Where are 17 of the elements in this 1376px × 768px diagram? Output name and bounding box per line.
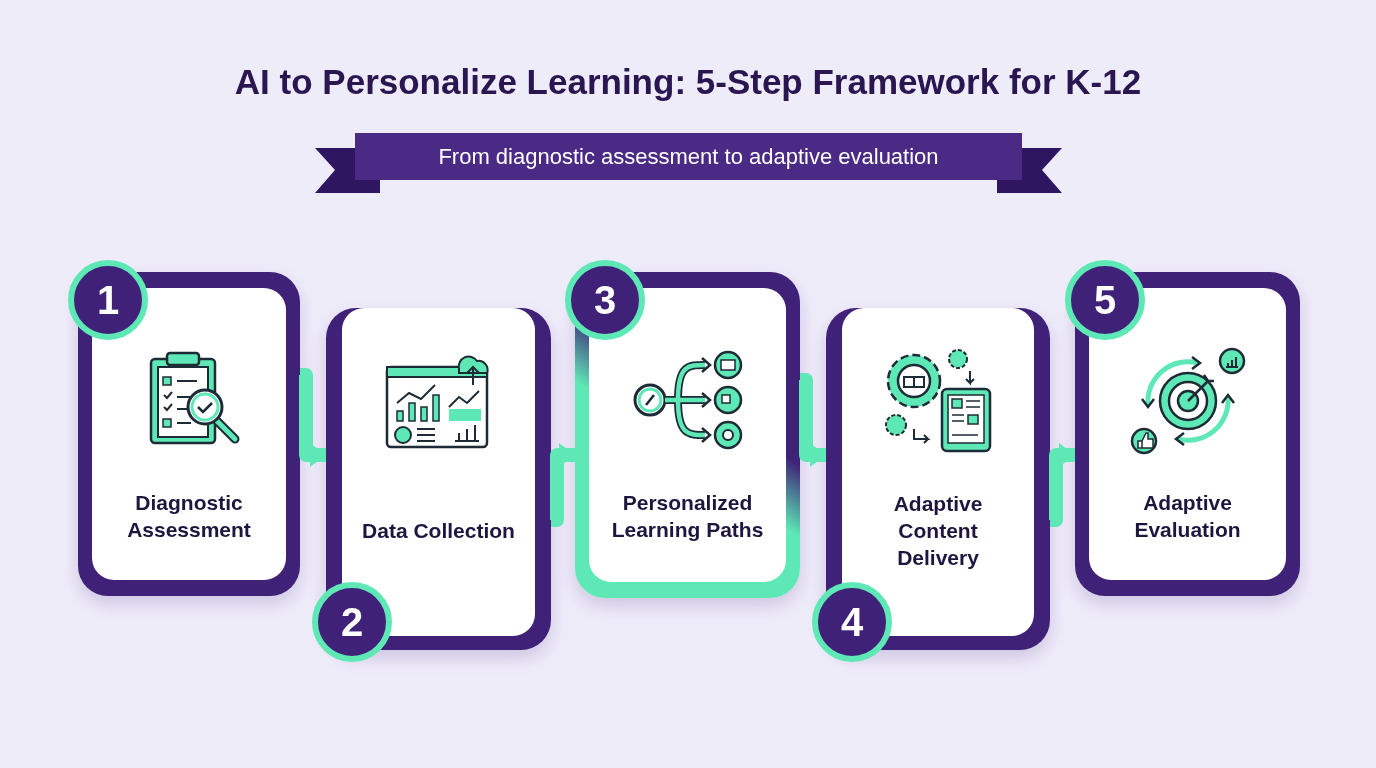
arrow <box>798 373 826 467</box>
arrow <box>549 443 575 527</box>
step-title: Diagnostic Assessment <box>126 490 252 543</box>
step-title: Data Collection <box>361 517 516 544</box>
step-number-badge: 1 <box>68 260 148 340</box>
step-number-badge: 2 <box>312 582 392 662</box>
step-number-badge: 4 <box>812 582 892 662</box>
step-title: Personalized Learning Paths <box>610 490 765 543</box>
subtitle: From diagnostic assessment to adaptive evaluation <box>438 143 939 170</box>
ribbon-banner <box>355 133 1022 180</box>
step-title: Adaptive Evaluation <box>1133 490 1242 543</box>
arrow <box>298 368 326 467</box>
step-number-badge: 3 <box>565 260 645 340</box>
title: AI to Personalize Learning: 5-Step Framework for K-12 <box>233 62 1143 102</box>
step-title: Adaptive Content Delivery <box>892 490 984 571</box>
arrow <box>1049 443 1075 527</box>
step-number-badge: 5 <box>1065 260 1145 340</box>
